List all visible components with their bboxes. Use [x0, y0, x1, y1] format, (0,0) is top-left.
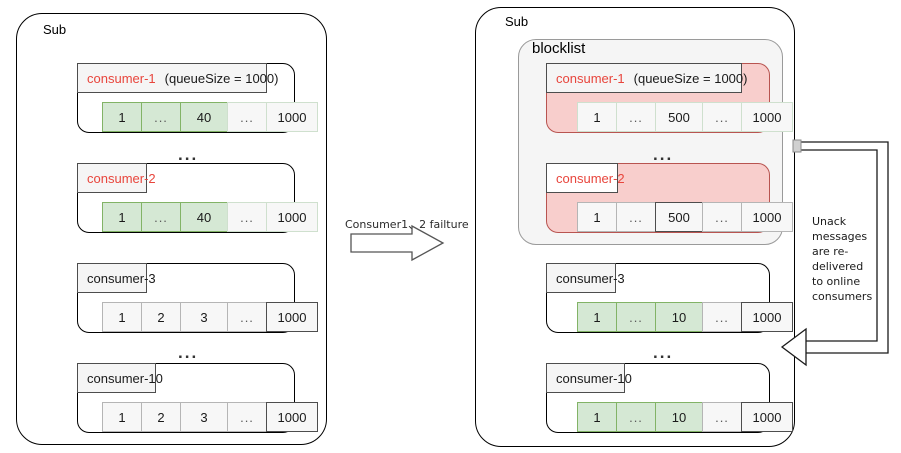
- left-ellipsis-2: ...: [178, 343, 199, 362]
- right-consumer-2-queue: 1 ... 500 ... 1000: [577, 202, 793, 232]
- right-consumer-10-queue: 1 ... 10 ... 1000: [577, 402, 793, 432]
- queue-cell: ...: [227, 102, 267, 132]
- queue-cell: 1000: [266, 402, 318, 432]
- queue-cell: 40: [180, 102, 228, 132]
- left-consumer-1-name: consumer-1: [87, 70, 156, 86]
- queue-cell: ...: [702, 102, 742, 132]
- queue-cell: 40: [180, 202, 228, 232]
- right-consumer-3-queue: 1 ... 10 ... 1000: [577, 302, 793, 332]
- left-consumer-3-queue: 1 2 3 ... 1000: [102, 302, 318, 332]
- right-consumer-10-title: consumer-10: [546, 363, 632, 393]
- queue-cell: ...: [141, 202, 181, 232]
- queue-cell: ...: [702, 302, 742, 332]
- right-consumer-10-card[interactable]: consumer-10 1 ... 10 ... 1000: [546, 363, 793, 433]
- queue-cell: 10: [655, 302, 703, 332]
- right-consumer-1-queue: 1 ... 500 ... 1000: [577, 102, 793, 132]
- queue-cell: 1000: [741, 202, 793, 232]
- right-sub-container: [475, 7, 795, 447]
- left-sub-label: Sub: [40, 22, 70, 37]
- left-consumer-10-name: consumer-10: [87, 370, 163, 386]
- right-sub-label: Sub: [502, 14, 532, 29]
- queue-cell: ...: [141, 102, 181, 132]
- right-consumer-3-name: consumer-3: [556, 270, 625, 286]
- left-consumer-1-title: consumer-1 (queueSize = 1000): [77, 63, 278, 93]
- left-consumer-10-card[interactable]: consumer-10 1 2 3 ... 1000: [77, 363, 318, 433]
- right-consumer-3-card[interactable]: consumer-3 1 ... 10 ... 1000: [546, 263, 793, 333]
- left-consumer-1-card[interactable]: consumer-1 (queueSize = 1000) 1 ... 40 .…: [77, 63, 318, 133]
- left-consumer-2-name: consumer-2: [87, 170, 156, 186]
- right-consumer-1-card[interactable]: consumer-1 (queueSize = 1000) 1 ... 500 …: [546, 63, 793, 133]
- queue-cell: 500: [655, 202, 703, 232]
- queue-cell: 10: [655, 402, 703, 432]
- queue-cell: ...: [616, 102, 656, 132]
- queue-cell: 1000: [266, 202, 318, 232]
- queue-cell: ...: [616, 302, 656, 332]
- left-ellipsis-1: ...: [178, 145, 199, 164]
- queue-cell: ...: [702, 402, 742, 432]
- queue-cell: ...: [227, 402, 267, 432]
- queue-cell: 1000: [266, 102, 318, 132]
- left-consumer-10-queue: 1 2 3 ... 1000: [102, 402, 318, 432]
- queue-cell: 3: [180, 402, 228, 432]
- queue-cell: 1: [102, 402, 142, 432]
- queue-cell: 2: [141, 402, 181, 432]
- right-consumer-1-title: consumer-1 (queueSize = 1000): [546, 63, 747, 93]
- left-sub-container: [16, 13, 327, 445]
- left-consumer-3-title: consumer-3: [77, 263, 156, 293]
- left-consumer-3-card[interactable]: consumer-3 1 2 3 ... 1000: [77, 263, 318, 333]
- right-consumer-1-queuesize: (queueSize = 1000): [633, 70, 748, 86]
- queue-cell: ...: [702, 202, 742, 232]
- queue-cell: 1: [577, 102, 617, 132]
- right-consumer-10-name: consumer-10: [556, 370, 632, 386]
- queue-cell: 1000: [741, 102, 793, 132]
- queue-cell: ...: [227, 202, 267, 232]
- queue-cell: 1: [102, 302, 142, 332]
- queue-cell: 1: [102, 102, 142, 132]
- left-consumer-3-name: consumer-3: [87, 270, 156, 286]
- right-consumer-2-title: consumer-2: [546, 163, 625, 193]
- left-consumer-2-queue: 1 ... 40 ... 1000: [102, 202, 318, 232]
- queue-cell: 1: [577, 402, 617, 432]
- right-consumer-1-name: consumer-1: [556, 70, 625, 86]
- queue-cell: 1000: [741, 402, 793, 432]
- queue-cell: 1000: [266, 302, 318, 332]
- right-consumer-2-card[interactable]: consumer-2 1 ... 500 ... 1000: [546, 163, 793, 233]
- queue-cell: 1000: [741, 302, 793, 332]
- left-consumer-2-card[interactable]: consumer-2 1 ... 40 ... 1000: [77, 163, 318, 233]
- queue-cell: 2: [141, 302, 181, 332]
- blocklist-label: blocklist: [532, 40, 586, 57]
- left-consumer-2-title: consumer-2: [77, 163, 156, 193]
- right-consumer-2-name: consumer-2: [556, 170, 625, 186]
- queue-cell: ...: [616, 202, 656, 232]
- left-consumer-10-title: consumer-10: [77, 363, 163, 393]
- unack-note-text: Unack messages are re-delivered to onlin…: [812, 215, 873, 303]
- right-ellipsis-1: ...: [653, 145, 674, 164]
- queue-cell: 1: [577, 202, 617, 232]
- queue-cell: 1: [102, 202, 142, 232]
- left-consumer-1-queue: 1 ... 40 ... 1000: [102, 102, 318, 132]
- queue-cell: 500: [655, 102, 703, 132]
- transition-label: Consumer1、2 failture: [345, 218, 469, 231]
- right-consumer-3-title: consumer-3: [546, 263, 625, 293]
- queue-cell: 3: [180, 302, 228, 332]
- queue-cell: ...: [616, 402, 656, 432]
- queue-cell: 1: [577, 302, 617, 332]
- queue-cell: ...: [227, 302, 267, 332]
- right-ellipsis-2: ...: [653, 343, 674, 362]
- left-consumer-1-queuesize: (queueSize = 1000): [164, 70, 279, 86]
